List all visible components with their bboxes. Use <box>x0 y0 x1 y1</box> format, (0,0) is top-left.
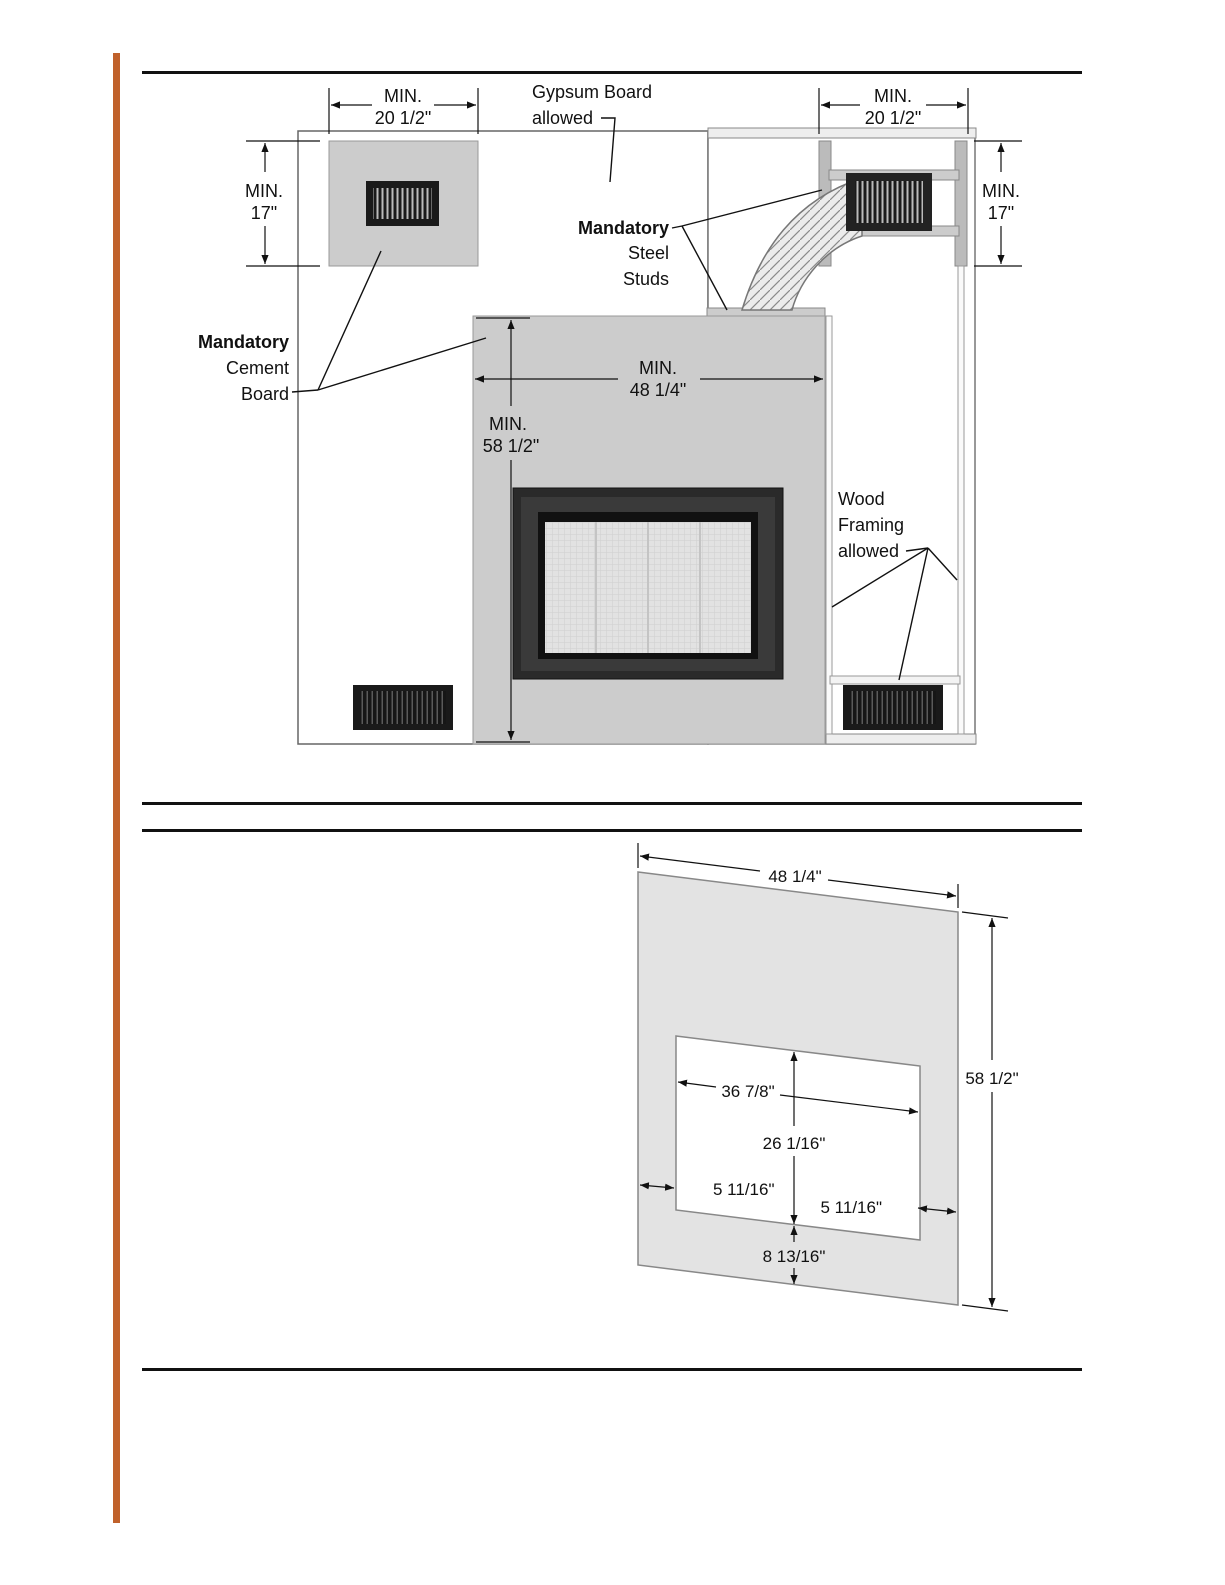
steel-studs-label-line2: Steel <box>628 243 669 263</box>
top-plate <box>708 128 976 138</box>
wood-framing-label-line2: Framing <box>838 515 904 535</box>
dim-arrow <box>828 880 956 896</box>
dim-board-width-line1: MIN. <box>639 358 677 378</box>
gypsum-label-line2: allowed <box>532 108 593 128</box>
dim-right-height-line1: MIN. <box>982 181 1020 201</box>
vent-top-left-grill <box>373 188 432 219</box>
extension-line <box>962 1305 1008 1311</box>
gypsum-label-line1: Gypsum Board <box>532 82 652 102</box>
dim-board-width-line2: 48 1/4" <box>630 380 686 400</box>
dim-left-height-line2: 17" <box>251 203 277 223</box>
vent-top-right-grill <box>855 181 923 223</box>
steel-stud-right <box>955 141 967 266</box>
panel-height-label: 58 1/2" <box>965 1069 1018 1088</box>
steel-studs-label-line3: Studs <box>623 269 669 289</box>
dim-board-height-line1: MIN. <box>489 414 527 434</box>
steel-studs-label-bold: Mandatory <box>578 218 669 238</box>
wood-framing-label-line3: allowed <box>838 541 899 561</box>
bottom-label: 8 13/16" <box>763 1247 826 1266</box>
side-left-label: 5 11/16" <box>713 1180 775 1199</box>
extension-line <box>962 912 1008 918</box>
dim-board-height-line2: 58 1/2" <box>483 436 539 456</box>
dim-right-height-line2: 17" <box>988 203 1014 223</box>
dim-left-width-line1: MIN. <box>384 86 422 106</box>
cement-board-label-bold: Mandatory <box>198 332 289 352</box>
wood-stud-right <box>958 266 964 734</box>
wood-header <box>830 676 960 684</box>
panel-diagram: 48 1/4" 58 1/2" 36 7/8" 26 1/16" 5 11/16… <box>638 843 1019 1311</box>
dim-arrow <box>640 856 760 871</box>
vent-bottom-left-grill <box>360 691 446 724</box>
dim-left-width-line2: 20 1/2" <box>375 108 431 128</box>
dim-right-width-line2: 20 1/2" <box>865 108 921 128</box>
dim-left-height-line1: MIN. <box>245 181 283 201</box>
framing-diagram: MIN. 20 1/2" MIN. 20 1/2" MIN. 17" MIN. … <box>198 82 1022 744</box>
side-right-label: 5 11/16" <box>821 1198 883 1217</box>
cement-board-label-line2: Cement <box>226 358 289 378</box>
bottom-plate <box>826 734 976 744</box>
vent-bottom-right-grill <box>850 691 936 724</box>
panel-width-label: 48 1/4" <box>768 867 821 886</box>
opening-height-label: 26 1/16" <box>763 1134 826 1153</box>
opening-width-label: 36 7/8" <box>721 1082 774 1101</box>
dim-right-width-line1: MIN. <box>874 86 912 106</box>
cement-board-label-line3: Board <box>241 384 289 404</box>
wood-stud-left <box>826 316 832 734</box>
wood-framing-label-line1: Wood <box>838 489 885 509</box>
